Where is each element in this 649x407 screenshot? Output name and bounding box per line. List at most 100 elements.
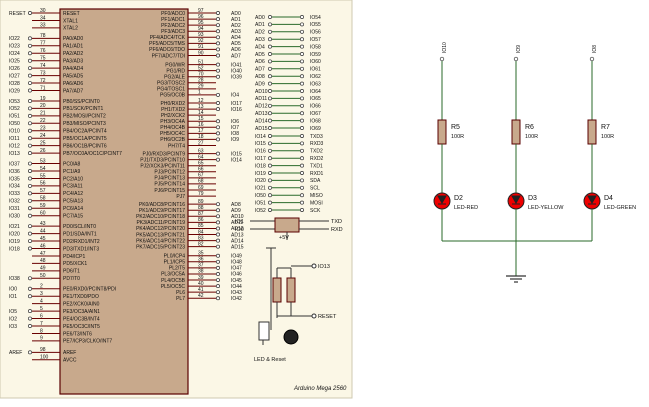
- mcu-right-pin-name: PF3/ADC3: [161, 29, 185, 35]
- mcu-right-net-label: IO14: [231, 157, 242, 163]
- mcu-right-terminal: [216, 220, 220, 225]
- mcu-right-pin-number: 13: [198, 104, 204, 110]
- mcu-right-terminal: [216, 238, 220, 243]
- mcu-left-pin-name: PC3/A11: [63, 184, 83, 190]
- header-col3-label: IO14: [255, 134, 266, 140]
- header-col3-label: IO19: [255, 171, 266, 177]
- mcu-right-pin-number: 97: [198, 8, 204, 14]
- mcu-left-terminal: [28, 151, 32, 156]
- serial-io1-label: IO1: [235, 219, 244, 225]
- led-net-label: IO8: [592, 45, 598, 53]
- mcu-left-pin-number: 23: [40, 126, 46, 132]
- mcu-left-pin-name: PA2/AD2: [63, 51, 83, 57]
- header-col4-label: RXD2: [310, 156, 324, 162]
- mcu-left-terminal: [28, 11, 32, 15]
- led-value: LED-YELLOW: [528, 205, 564, 211]
- mcu-left-terminal: [28, 88, 32, 93]
- mcu-left-pin-number: 25: [40, 140, 46, 146]
- mcu-right-net-label: IO9: [231, 137, 239, 143]
- mcu-left-terminal: [28, 169, 32, 173]
- serial-txd-label: TXD: [331, 219, 342, 225]
- mcu-right-pin-number: 86: [198, 217, 204, 223]
- led-value: LED-GREEN: [604, 205, 636, 211]
- header-col4-label: MISO: [310, 193, 323, 199]
- header-terminal: [300, 89, 304, 93]
- mcu-right-pin-name: PJ7: [176, 194, 185, 200]
- mcu-right-pin-number: 64: [198, 154, 204, 160]
- mcu-right-pin-number: 67: [198, 173, 204, 179]
- mcu-left-terminal: [28, 113, 32, 118]
- mcu-left-terminal: [28, 239, 32, 243]
- header-terminal: [268, 96, 272, 101]
- mcu-left-pin-name: PC4/A12: [63, 191, 83, 197]
- mcu-left-pin-name: PD1/SDA/INT1: [63, 231, 97, 237]
- mcu-left-net-label: IO25: [9, 59, 20, 65]
- mcu-right-pin-name: PF6/ADC6/TDO: [149, 47, 185, 53]
- mcu-left-terminal: [28, 224, 32, 229]
- mcu-left-pin-number: 71: [40, 85, 46, 91]
- mcu-right-pin-number: 79: [198, 191, 204, 197]
- led-net-terminal: [439, 56, 445, 62]
- mcu-right-pin-number: 85: [198, 223, 204, 229]
- mcu-right-net-label: AD3: [231, 29, 241, 35]
- header-col4-label: RXD1: [310, 171, 324, 177]
- header-terminal: [300, 118, 304, 123]
- mcu-right-pin-number: 36: [198, 257, 204, 263]
- mcu-right-terminal: [216, 17, 220, 22]
- mcu-right-pin-number: 41: [198, 287, 204, 293]
- mcu-right-pin-name: PK3/ADC11/PCINT19: [136, 220, 185, 226]
- mcu-right-net-label: IO49: [231, 254, 242, 260]
- mcu-right-net-label: AD14: [231, 238, 244, 244]
- header-col2-label: IO63: [310, 81, 321, 87]
- mcu-left-net-label: IO32: [9, 199, 20, 205]
- mcu-right-net-label: IO44: [231, 284, 242, 290]
- mcu-left-net-label: IO37: [9, 161, 20, 167]
- header-col1-label: AD12: [255, 104, 268, 110]
- header-col1-label: AD14: [255, 118, 268, 124]
- header-terminal: [268, 208, 272, 212]
- mcu-right-pin-name: PL4/OC5B: [161, 278, 186, 284]
- header-terminal: [300, 74, 304, 79]
- mcu-left-net-label: IO50: [9, 121, 20, 127]
- mcu-right-pin-number: 95: [198, 20, 204, 26]
- mcu-left-net-label: IO22: [9, 36, 20, 42]
- mcu-left-pin-name: PE6/T3/INT6: [63, 331, 92, 337]
- header-terminal: [300, 156, 304, 161]
- mcu-right-terminal: [216, 68, 220, 73]
- mcu-left-pin-name: PA1/AD1: [63, 44, 83, 50]
- mega-label: Arduino Mega 2560: [293, 386, 347, 392]
- mcu-right-pin-name: PF1/ADC1: [161, 17, 185, 23]
- mcu-left-net-label: IO2: [9, 316, 17, 322]
- mcu-right-terminal: [216, 265, 220, 270]
- header-col2-label: IO56: [310, 30, 321, 36]
- header-col2-label: IO67: [310, 111, 321, 117]
- reset-resistor: [272, 277, 282, 303]
- mcu-left-pin-number: 43: [40, 221, 46, 227]
- mcu-left-net-label: IO5: [9, 309, 17, 315]
- mcu-right-terminal: [216, 62, 220, 67]
- mcu-left-pin-name: PD7/T0: [63, 276, 80, 282]
- mcu-left-pin-name: PC2/A10: [63, 176, 83, 182]
- header-col2-label: IO55: [310, 22, 321, 28]
- mcu-right-net-label: IO15: [231, 151, 242, 157]
- header-terminal: [268, 103, 272, 108]
- header-col2-label: IO61: [310, 67, 321, 73]
- header-col1-label: AD8: [255, 74, 265, 80]
- mcu-right-terminal: [216, 226, 220, 231]
- mcu-left-pin-name: PE1/TXD0/PDO: [63, 294, 99, 300]
- mcu-left-terminal: [28, 66, 32, 71]
- mcu-right-pin-name: PH1/TXD2: [161, 107, 185, 113]
- mcu-left-pin-name: PE4/OC3B/INT4: [63, 316, 100, 322]
- mcu-left-pin-name: PB3/MISO/PCINT3: [63, 121, 106, 127]
- mcu-right-pin-number: 63: [198, 148, 204, 154]
- mcu-right-terminal: [216, 11, 220, 15]
- header-col3-label: IO17: [255, 156, 266, 162]
- resistor: [511, 119, 521, 145]
- header-col1-label: AD3: [255, 37, 265, 43]
- header-col4-label: TXD3: [310, 134, 323, 140]
- mcu-left-terminal: [28, 286, 32, 291]
- mcu-left-pin-number: 9: [40, 336, 43, 342]
- mcu-left-pin-number: 2: [40, 284, 43, 290]
- mcu-right-pin-number: 69: [198, 185, 204, 191]
